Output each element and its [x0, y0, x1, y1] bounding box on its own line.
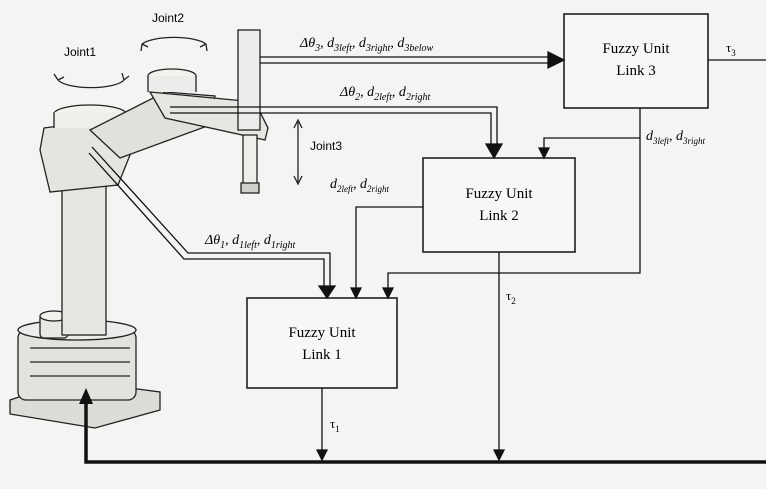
in3-label: Δθ3, d3left, d3right, d3below — [299, 36, 434, 54]
fuzzy-unit-link1: Fuzzy Unit Link 1 — [246, 297, 398, 389]
in1-line-b — [88, 152, 325, 286]
robot-shaft — [237, 29, 261, 131]
tau1-label: τ1 — [330, 416, 340, 434]
joint2-rotation-arrow — [141, 36, 207, 45]
link3-title: Fuzzy Unit — [602, 41, 670, 57]
tau3-label: τ3 — [726, 40, 736, 58]
in2-line-a — [170, 106, 498, 144]
rotation-arrows — [53, 36, 303, 186]
link2-title: Fuzzy Unit — [465, 186, 533, 202]
joint1-rotation-arrow — [57, 79, 125, 89]
fuzzy-unit-link3: Fuzzy Unit Link 3 — [563, 13, 709, 109]
fb3-to-link1-line — [387, 138, 641, 290]
in2-line-b — [170, 112, 492, 144]
joint1-label: Joint1 — [64, 45, 96, 59]
link2-subtitle: Link 2 — [479, 208, 519, 224]
in2-label: Δθ2, d2left, d2right — [339, 85, 431, 103]
in1-label: Δθ1, d1left, d1right — [204, 233, 296, 251]
robot-column — [61, 169, 107, 336]
in3-arrowhead — [547, 50, 566, 70]
link1-subtitle: Link 1 — [302, 347, 342, 363]
robot-command-bus — [79, 388, 766, 464]
fb2-label: d2left, d2right — [330, 177, 390, 194]
link3-subtitle: Link 3 — [616, 63, 656, 79]
signal-lines — [88, 50, 766, 462]
scara-robot — [9, 29, 269, 429]
fb3-label: d3left, d3right — [646, 129, 706, 146]
in1-line-a — [91, 146, 331, 286]
fb2-to-link1-line — [355, 206, 423, 290]
link1-title: Fuzzy Unit — [288, 325, 356, 341]
in2-arrowhead — [484, 143, 504, 160]
fuzzy-unit-link2: Fuzzy Unit Link 2 — [422, 157, 576, 253]
fb3-to-link2-line — [543, 108, 641, 150]
tau2-label: τ2 — [506, 288, 516, 306]
in1-arrowhead — [317, 285, 337, 300]
joint2-label: Joint2 — [152, 11, 184, 25]
joint3-label: Joint3 — [310, 139, 342, 153]
